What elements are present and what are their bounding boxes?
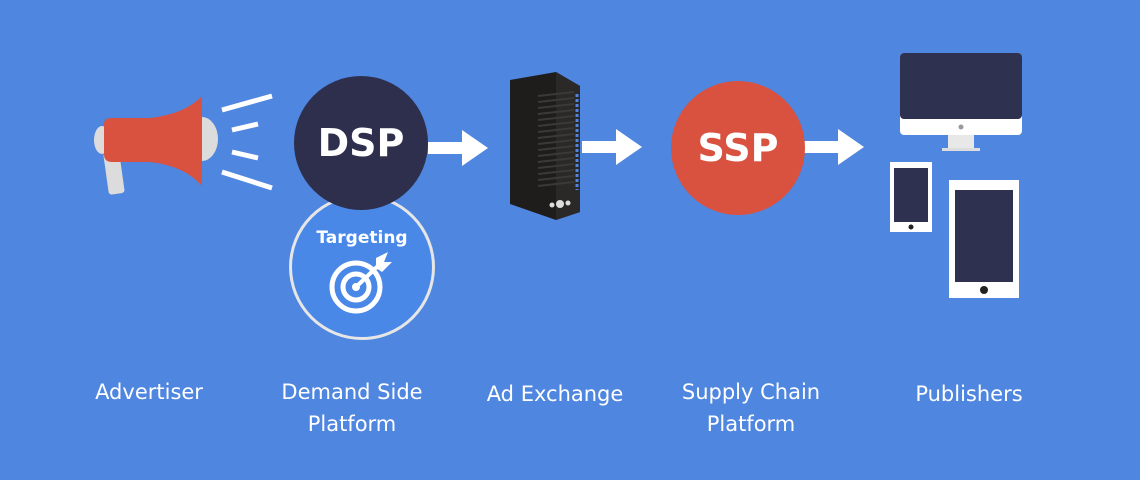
ssp-caption-line2: Platform — [706, 412, 796, 436]
tablet-icon — [949, 180, 1019, 298]
server-icon — [510, 72, 580, 220]
megaphone-icon — [94, 93, 273, 195]
ssp-caption-line1: Supply Chain — [681, 380, 821, 404]
ssp-node — [671, 81, 805, 215]
publishers-label: Publishers — [915, 382, 1023, 406]
targeting-label: Targeting — [316, 228, 408, 248]
ssp-label: SSP — [697, 126, 779, 170]
target-icon — [329, 252, 392, 314]
arrow-right-icon — [582, 129, 642, 165]
phone-icon — [890, 162, 932, 232]
dsp-caption-line1: Demand Side — [281, 380, 423, 404]
monitor-icon — [900, 53, 1022, 151]
targeting-node — [289, 194, 435, 340]
arrow-right-icon — [804, 129, 864, 165]
arrow-right-icon — [428, 130, 488, 166]
dsp-caption-line2: Platform — [307, 412, 397, 436]
exchange-label: Ad Exchange — [486, 382, 624, 406]
advertiser-label: Advertiser — [95, 380, 203, 404]
dsp-node — [294, 76, 428, 210]
dsp-label: DSP — [317, 121, 405, 165]
